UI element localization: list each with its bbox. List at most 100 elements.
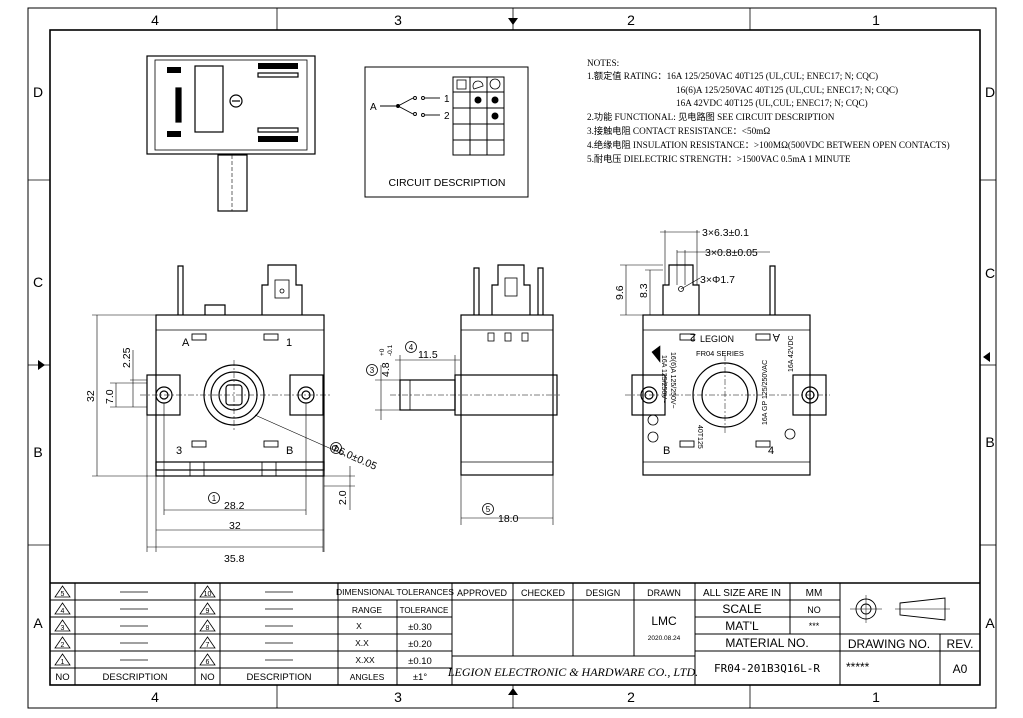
rev-row-2: 2 bbox=[61, 642, 65, 649]
dim-18: 18.0 bbox=[498, 513, 519, 525]
rev-row-9: 9 bbox=[206, 608, 210, 615]
dim-2-25: 2.25 bbox=[121, 347, 133, 368]
zone-left-b: B bbox=[33, 444, 42, 460]
zone-bottom-3: 2 bbox=[627, 689, 635, 705]
title-block bbox=[50, 582, 980, 685]
contact-dot bbox=[474, 96, 482, 104]
rev-row-8: 8 bbox=[206, 625, 210, 632]
note-line-6: 4.绝缘电阻 INSULATION RESISTANCE：>100MΩ(500V… bbox=[587, 139, 950, 150]
front-view-dimensions bbox=[92, 314, 355, 552]
size-value: MM bbox=[806, 588, 823, 599]
rear-series: FR04 SERIES bbox=[696, 349, 744, 358]
no-label-1: NO bbox=[55, 672, 69, 683]
zone-top-1: 4 bbox=[151, 12, 159, 28]
note-line-2: 16(6)A 125/250VAC 40T125 (UL,CUL; ENEC17… bbox=[676, 85, 898, 95]
contact-dot bbox=[491, 112, 499, 120]
dim-2-0: 2.0 bbox=[337, 490, 349, 505]
balloon-1 bbox=[208, 492, 220, 504]
circuit-row-1: 1 bbox=[444, 94, 450, 105]
drawing-date: 2020.08.24 bbox=[648, 635, 681, 642]
dim-4-8-tol-up: +0 bbox=[379, 348, 386, 356]
note-line-7: 5.耐电压 DIELECTRIC STRENGTH：>1500VAC 0.5mA… bbox=[587, 153, 851, 164]
zone-bottom-2: 3 bbox=[394, 689, 402, 705]
circuit-caption: CIRCUIT DESCRIPTION bbox=[388, 177, 505, 189]
note-line-4: 2.功能 FUNCTIONAL: 见电路图 SEE CIRCUIT DESCRI… bbox=[587, 111, 835, 122]
side-view-dimensions bbox=[375, 355, 554, 525]
rev-row-3: 3 bbox=[61, 625, 65, 632]
size-label: ALL SIZE ARE IN bbox=[703, 588, 781, 599]
revision-arrows bbox=[120, 591, 293, 661]
tol-range-2: X.X bbox=[355, 638, 369, 648]
zone-top-3: 2 bbox=[627, 12, 635, 28]
rear-mark-gp: 16A GP 125/250VAC bbox=[762, 360, 769, 425]
dim-4-8: 4.8 bbox=[380, 362, 392, 377]
balloon-4 bbox=[405, 341, 417, 353]
dim-8-3: 8.3 bbox=[638, 283, 650, 298]
note-line-3: 16A 42VDC 40T125 (UL,CUL; ENEC17; N; CQC… bbox=[676, 98, 868, 108]
zone-bottom-1: 4 bbox=[151, 689, 159, 705]
drawing-number: ***** bbox=[846, 660, 870, 674]
left-center-arrow bbox=[38, 360, 45, 370]
drawing-no-label: DRAWING NO. bbox=[848, 637, 930, 651]
dim-32-vertical: 32 bbox=[85, 390, 97, 402]
circuit-row-2: 2 bbox=[444, 111, 450, 122]
zone-bottom-4: 1 bbox=[872, 689, 880, 705]
position-off-icon bbox=[456, 79, 467, 90]
rev-row-10: 10 bbox=[204, 591, 212, 598]
dim-3xphi1-7: 3×Φ1.7 bbox=[700, 274, 735, 286]
circuit-description-box: A 1 2 CIRCUIT DESCRIPTION bbox=[364, 66, 529, 198]
rear-label-a: A bbox=[772, 331, 780, 343]
front-label-1: 1 bbox=[286, 337, 292, 349]
dim-7-0: 7.0 bbox=[104, 389, 116, 404]
logo-icon bbox=[651, 345, 661, 363]
rev-label: REV. bbox=[947, 637, 974, 651]
dim-3x0-8: 3×0.8±0.05 bbox=[705, 247, 758, 259]
tol-range-4: ANGLES bbox=[350, 672, 385, 682]
revision-triangles bbox=[54, 585, 216, 666]
drawn-label: DRAWN bbox=[647, 588, 681, 598]
note-line-1: 1.额定值 RATING：16A 125/250VAC 40T125 (UL,C… bbox=[587, 70, 878, 81]
zone-right-a: A bbox=[985, 615, 995, 631]
rear-mark-16a: 16A 125/250V~ bbox=[660, 355, 667, 403]
rear-mark-temp: 40T125 bbox=[696, 425, 703, 449]
range-label: RANGE bbox=[352, 605, 383, 615]
material-label: MAT'L bbox=[725, 619, 759, 633]
no-label-2: NO bbox=[200, 672, 214, 683]
rev-row-4: 4 bbox=[61, 608, 65, 615]
tolerances-title: DIMENSIONAL TOLERANCES bbox=[336, 587, 454, 597]
material-number: FR04-201B3Q16L-R bbox=[714, 662, 820, 675]
right-center-arrow bbox=[983, 352, 990, 362]
zone-top-2: 3 bbox=[394, 12, 402, 28]
tol-value-1: ±0.30 bbox=[408, 622, 432, 633]
description-label-2: DESCRIPTION bbox=[247, 672, 312, 683]
scale-value: NO bbox=[807, 605, 821, 615]
zone-right-b: B bbox=[985, 434, 994, 450]
rear-label-2: 2 bbox=[690, 331, 696, 343]
rear-label-4: 4 bbox=[768, 445, 774, 457]
zone-left-a: A bbox=[33, 615, 43, 631]
rear-view bbox=[625, 264, 830, 476]
zone-left-d: D bbox=[33, 84, 43, 100]
tol-value-3: ±0.10 bbox=[408, 656, 432, 667]
cqc-mark-icon bbox=[647, 414, 659, 426]
outer-frame bbox=[27, 7, 997, 709]
front-label-3: 3 bbox=[176, 445, 182, 457]
balloon-5 bbox=[482, 503, 494, 515]
zone-right-d: D bbox=[985, 84, 995, 100]
rear-label-b: B bbox=[663, 445, 670, 457]
description-label-1: DESCRIPTION bbox=[103, 672, 168, 683]
position-half-icon bbox=[472, 80, 484, 90]
rear-brand: LEGION bbox=[700, 334, 734, 344]
dim-11-5: 11.5 bbox=[418, 349, 438, 361]
note-line-5: 3.接触电阻 CONTACT RESISTANCE：<50mΩ bbox=[587, 125, 770, 136]
balloon-4-text: 4 bbox=[409, 343, 414, 352]
balloon-2 bbox=[330, 442, 342, 454]
projection-symbol-icon bbox=[850, 595, 950, 623]
rev-row-5: 5 bbox=[61, 591, 65, 598]
rear-mark-dc: 16A 42VDC bbox=[788, 335, 795, 372]
approved-label: APPROVED bbox=[457, 588, 508, 598]
notes: NOTES: 1.额定值 RATING：16A 125/250VAC 40T12… bbox=[587, 58, 950, 164]
front-view bbox=[140, 264, 330, 477]
zone-top-4: 1 bbox=[872, 12, 880, 28]
balloon-3-text: 3 bbox=[370, 366, 375, 375]
